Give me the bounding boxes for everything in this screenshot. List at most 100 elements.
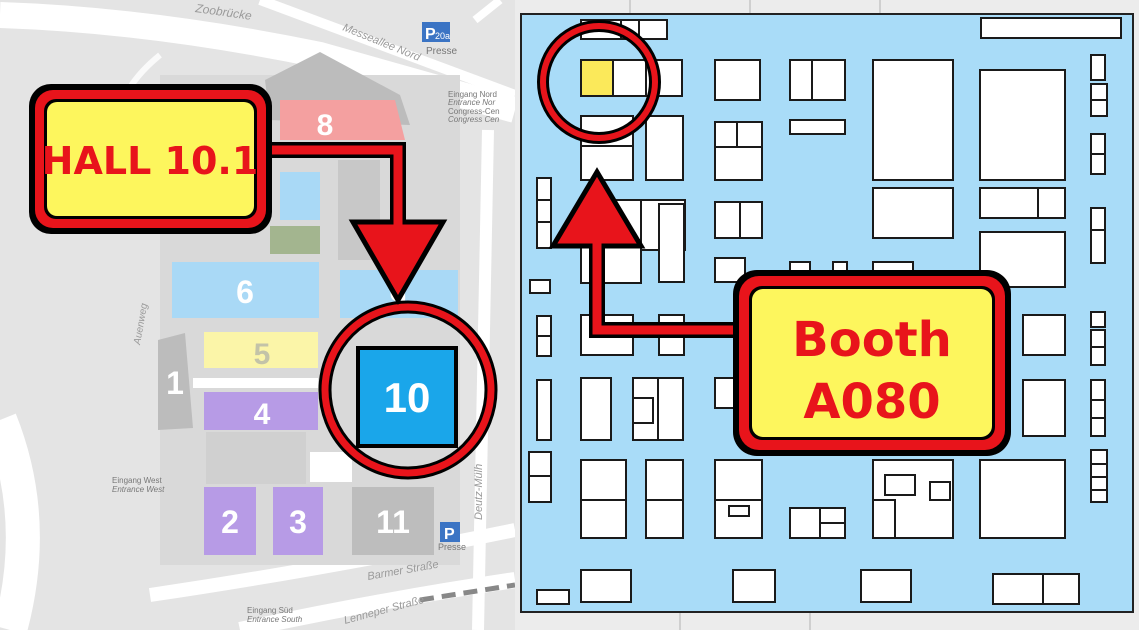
parking-icon-bottom: [440, 522, 460, 542]
booth[interactable]: [1037, 187, 1066, 219]
entrance-north-line2: Entrance Nor: [448, 98, 495, 107]
booth[interactable]: [739, 201, 763, 239]
booth[interactable]: [529, 279, 551, 294]
booth[interactable]: [929, 481, 951, 501]
entrance-west-line2: Entrance West: [112, 485, 165, 494]
booth[interactable]: [714, 121, 738, 148]
booth[interactable]: [1090, 311, 1106, 328]
hall-map-svg: 8 6 9 5 1 4 2 3 11 10 P 20a Presse P Pre…: [0, 0, 519, 635]
hall-7-upper: [280, 172, 320, 220]
hall-2: [204, 487, 256, 555]
booth[interactable]: [811, 59, 846, 101]
booth[interactable]: [536, 177, 552, 249]
booth[interactable]: [1090, 54, 1106, 81]
booth[interactable]: [789, 59, 813, 101]
road-barmer: [148, 523, 517, 602]
booth[interactable]: [536, 589, 570, 605]
hall-5: [204, 332, 318, 368]
road-ne: [472, 0, 503, 24]
booth[interactable]: [714, 59, 761, 101]
booth[interactable]: [732, 569, 776, 603]
booth[interactable]: [819, 522, 846, 539]
entrance-north-line1: Eingang Nord: [448, 90, 497, 99]
parking-top-number: 20a: [435, 31, 450, 41]
booth-a080[interactable]: [580, 59, 614, 97]
booth[interactable]: [580, 377, 612, 441]
hall-arrow-shaft: [265, 145, 403, 228]
booth[interactable]: [992, 573, 1044, 605]
hall-callout-text: HALL 10.1: [42, 139, 259, 183]
parking-bottom-label: Presse: [438, 542, 466, 552]
hall-10[interactable]: [356, 346, 458, 448]
road-deutz: [472, 129, 494, 631]
booth[interactable]: [645, 115, 684, 181]
booth[interactable]: [1090, 379, 1106, 437]
booth[interactable]: [1090, 207, 1106, 264]
road-zoobruecke: [0, 2, 519, 123]
booth[interactable]: [1022, 379, 1066, 437]
booth[interactable]: [789, 119, 846, 135]
hall-connector: [206, 432, 306, 484]
booth[interactable]: [979, 69, 1066, 181]
booth[interactable]: [714, 459, 763, 501]
floor-plan: Booth A080: [515, 0, 1139, 630]
booth[interactable]: [872, 499, 896, 539]
hall-1-label: 1: [166, 365, 184, 401]
entrance-south-line2: Entrance South: [247, 615, 303, 624]
booth[interactable]: [789, 507, 821, 539]
booth-ring: [540, 23, 658, 141]
booth[interactable]: [632, 397, 654, 424]
hall-6-label: 6: [236, 274, 254, 310]
booth[interactable]: [728, 505, 750, 517]
entrance-west-line1: Eingang West: [112, 476, 162, 485]
parking-icon-top: [422, 22, 450, 42]
booth[interactable]: [612, 59, 647, 97]
hall-1: [158, 333, 193, 430]
booth[interactable]: [645, 459, 684, 501]
booth-arrow-shaft: [592, 243, 745, 335]
booth[interactable]: [1022, 314, 1066, 356]
parking-top-label: Presse: [426, 46, 458, 57]
walkway: [193, 378, 318, 388]
booth[interactable]: [979, 459, 1066, 539]
hall-6: [172, 262, 319, 318]
booth[interactable]: [645, 499, 684, 539]
booth[interactable]: [872, 59, 954, 181]
booth[interactable]: [1042, 573, 1080, 605]
hall-4-label: 4: [254, 398, 271, 431]
hall-map: 8 6 9 5 1 4 2 3 11 10 P 20a Presse P Pre…: [0, 0, 519, 635]
booth[interactable]: [819, 507, 846, 524]
booth[interactable]: [580, 145, 634, 181]
booth[interactable]: [979, 187, 1039, 219]
parking-bottom-letter: P: [444, 526, 455, 543]
floor-plan-svg: Booth A080: [515, 0, 1139, 630]
booth[interactable]: [580, 499, 627, 539]
entrance-north-line3: Congress-Cen: [448, 107, 500, 116]
booth[interactable]: [580, 459, 627, 501]
hall-8: [280, 100, 405, 140]
booth[interactable]: [714, 146, 763, 181]
hall-8-label: 8: [317, 109, 334, 142]
road-west: [0, 413, 40, 635]
entrance-north-line4: Congress Cen: [448, 115, 500, 124]
hall-7-lower: [270, 226, 320, 254]
booth-callout-line2: A080: [803, 374, 940, 430]
hall-3: [273, 487, 323, 555]
booth[interactable]: [536, 379, 552, 441]
hall-10-label: 10: [384, 374, 431, 421]
hall-4: [204, 392, 318, 430]
booth-dividers: [529, 99, 1107, 491]
entrance-south-line1: Eingang Süd: [247, 606, 293, 615]
booth[interactable]: [860, 569, 912, 603]
booth[interactable]: [872, 187, 954, 239]
booth[interactable]: [736, 121, 763, 148]
booth[interactable]: [884, 474, 916, 496]
booth[interactable]: [658, 203, 685, 283]
booth-callout-line1: Booth: [792, 312, 952, 368]
hall-10-ring: [321, 303, 495, 477]
booth[interactable]: [638, 19, 668, 40]
booth[interactable]: [980, 17, 1122, 39]
booth[interactable]: [580, 569, 632, 603]
booth[interactable]: [714, 201, 741, 239]
hall-5-label: 5: [254, 338, 271, 371]
